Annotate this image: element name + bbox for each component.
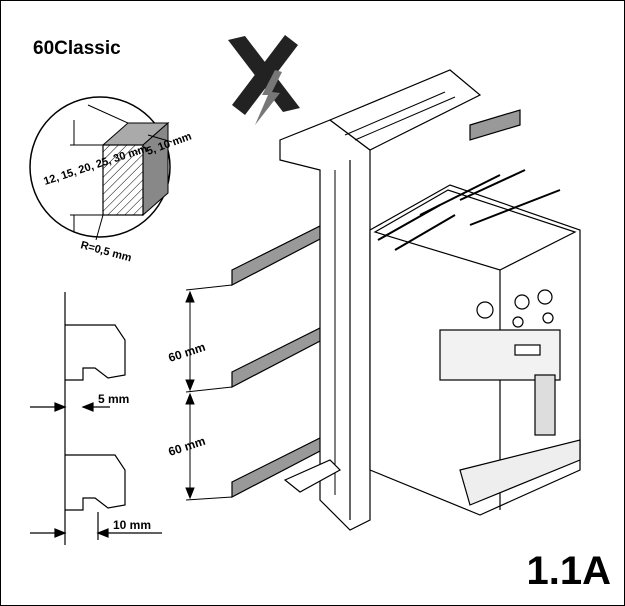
busbar-bars	[231, 109, 521, 498]
circuit-breaker-icon	[369, 169, 581, 516]
prohibited-orientation-icon	[228, 35, 300, 125]
figure-number: 1.1A	[526, 549, 612, 593]
product-title: 60Classic	[33, 38, 121, 59]
spacing-dimension-lines	[185, 284, 233, 501]
spacing-upper-label: 60 mm	[167, 340, 207, 365]
clearance-bottom-label: 10 mm	[113, 518, 151, 532]
clearance-top-label: 5 mm	[98, 392, 129, 406]
busbar-cross-section-icon	[29, 96, 173, 241]
busbar-radius-label: R=0,5 mm	[79, 239, 133, 264]
spacing-lower-label: 60 mm	[167, 434, 207, 459]
busbar-holder-icon	[279, 69, 482, 531]
clearance-side-view	[30, 292, 162, 545]
